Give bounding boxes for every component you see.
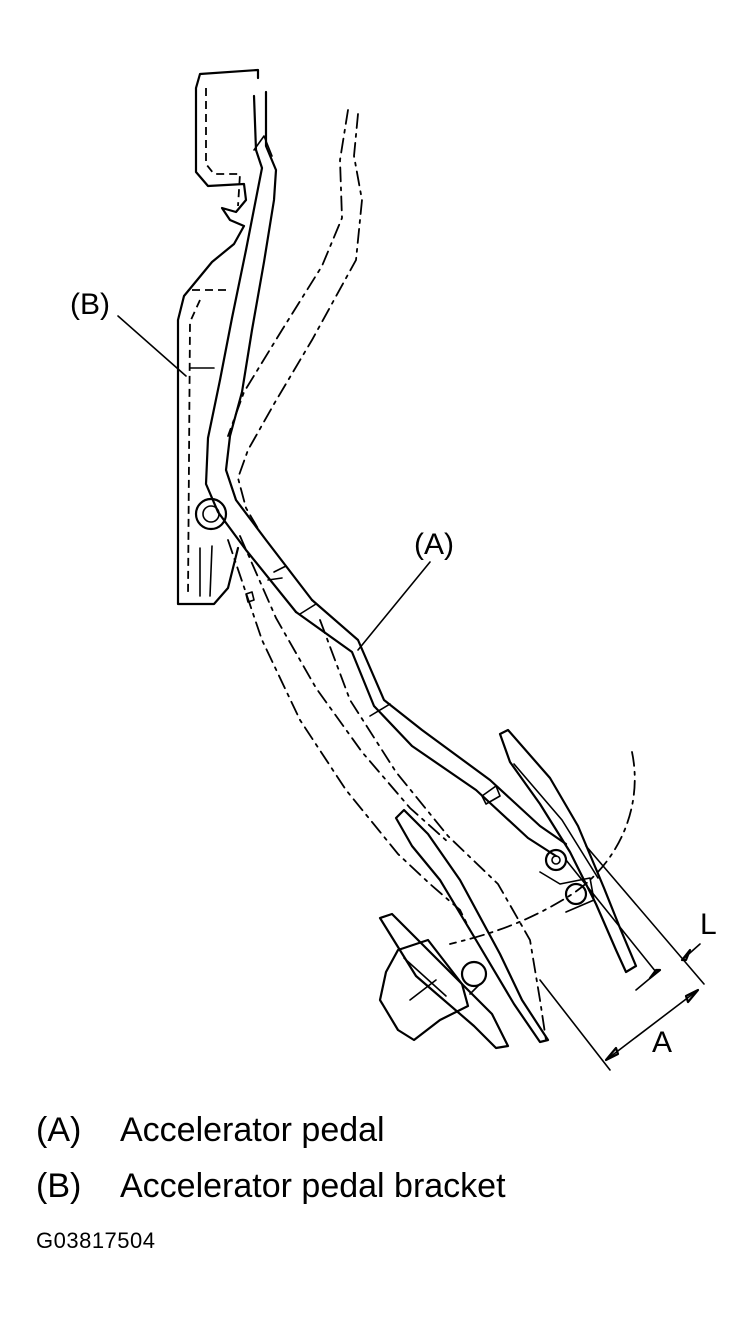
label-dimension-a: A [652, 1026, 672, 1059]
legend-key: (B) [36, 1167, 82, 1205]
pedal-arm-drawing [204, 90, 638, 974]
label-pedal-a: (A) [414, 528, 454, 561]
leader-line-a [357, 561, 431, 651]
pedal-alt-lower-drawing [227, 535, 550, 1050]
legend-text: Accelerator pedal [120, 1111, 385, 1149]
legend-item-bracket: (B) Accelerator pedal bracket [36, 1166, 506, 1206]
label-dimension-l: L [700, 908, 717, 941]
pedal-bracket-drawing [176, 68, 260, 606]
pedal-alt-upper-path [237, 113, 363, 533]
legend-text: Accelerator pedal bracket [120, 1167, 506, 1205]
legend-item-pedal: (A) Accelerator pedal [36, 1110, 385, 1150]
leader-line-b [117, 315, 187, 377]
pedal-alt-upper-path-2 [227, 109, 349, 437]
dimension-lines [539, 845, 705, 1071]
figure-code: G03817504 [36, 1228, 156, 1253]
label-bracket-b: (B) [70, 288, 110, 321]
pedal-assembly-diagram: (B) (A) L A [70, 68, 717, 1071]
pedal-swing-arc [449, 751, 636, 945]
legend-key: (A) [36, 1111, 82, 1149]
